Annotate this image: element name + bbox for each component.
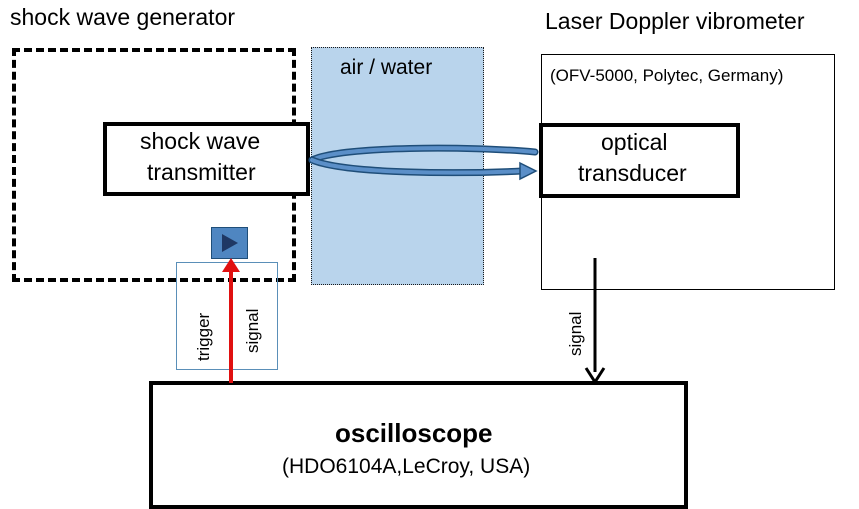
vibrometer-signal-arrow — [584, 258, 606, 385]
trigger-signal-box — [176, 262, 278, 370]
oscilloscope-box — [149, 381, 688, 509]
oscilloscope-title: oscilloscope — [335, 418, 493, 448]
transmitter-label-line1: shock wave — [140, 128, 261, 154]
transducer-box — [539, 123, 740, 198]
oscilloscope-model: (HDO6104A,LeCroy, USA) — [282, 455, 531, 478]
trigger-arrow — [222, 258, 240, 383]
vibrometer-model: (OFV-5000, Polytec, Germany) — [550, 66, 784, 85]
play-icon — [222, 234, 238, 252]
transducer-label-line1: optical — [601, 129, 668, 155]
generator-title: shock wave generator — [10, 4, 236, 30]
transmitter-box — [103, 122, 310, 196]
trigger-button[interactable] — [211, 227, 248, 259]
transmitter-label-line2: transmitter — [147, 159, 256, 185]
vibrometer-title: Laser Doppler vibrometer — [545, 8, 805, 34]
medium-label: air / water — [340, 56, 433, 79]
transducer-label-line2: transducer — [578, 160, 687, 186]
shock-wave-beam — [308, 144, 539, 181]
